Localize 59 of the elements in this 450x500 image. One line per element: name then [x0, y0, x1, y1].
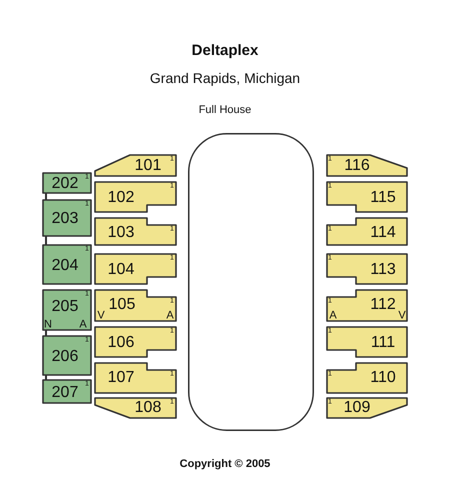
seating-section — [95, 254, 176, 284]
location-text: Grand Rapids, Michigan — [150, 71, 300, 85]
section-number: 103 — [108, 225, 134, 241]
arena-floor — [188, 133, 314, 431]
title: Deltaplex — [192, 43, 258, 58]
section-number: 202 — [52, 176, 78, 192]
section-number: 112 — [370, 297, 396, 313]
section-number: 110 — [370, 370, 396, 386]
seating-section — [43, 336, 91, 375]
section-number: 102 — [108, 190, 134, 206]
seating-section — [95, 290, 176, 321]
seating-section — [43, 245, 91, 284]
section-number: 113 — [370, 262, 396, 278]
connector-line — [45, 330, 47, 336]
seating-section — [95, 327, 176, 357]
aisle-letter: A — [329, 310, 337, 322]
seating-section — [95, 398, 176, 418]
section-number: 115 — [370, 190, 396, 206]
seating-section — [327, 290, 407, 321]
section-number: 111 — [370, 335, 396, 351]
seating-section — [327, 327, 407, 357]
aisle-letter: A — [166, 310, 174, 322]
section-number: 101 — [134, 158, 162, 174]
section-number: 114 — [370, 225, 396, 241]
aisle-letter: N — [44, 320, 52, 330]
connector-line — [45, 375, 47, 380]
seating-section — [95, 155, 176, 176]
seating-section — [327, 155, 407, 176]
section-number: 203 — [52, 211, 78, 227]
section-number: 109 — [344, 400, 370, 416]
connector-line — [45, 236, 47, 245]
seating-section — [327, 182, 407, 212]
section-number: 204 — [52, 258, 78, 274]
section-number: 116 — [344, 158, 370, 174]
seating-section — [43, 200, 91, 236]
section-number: 106 — [108, 335, 134, 351]
connector-line — [45, 193, 47, 200]
seating-section — [43, 380, 91, 403]
seating-section — [43, 173, 91, 193]
seating-section — [327, 398, 407, 418]
aisle-letter: V — [398, 310, 406, 322]
section-number: 105 — [108, 297, 136, 313]
section-number: 107 — [108, 370, 134, 386]
copyright-note: Copyright © 2005 — [180, 459, 270, 470]
section-number: 207 — [52, 385, 78, 401]
section-number: 104 — [108, 262, 134, 278]
seating-section — [95, 218, 176, 245]
seating-section — [327, 218, 407, 245]
section-number: 108 — [134, 400, 162, 416]
subtitle: Full House — [198, 105, 252, 116]
seating-section — [95, 182, 176, 212]
seating-section — [327, 363, 407, 393]
seating-section — [95, 363, 176, 393]
aisle-letter: A — [79, 320, 87, 330]
seating-section — [43, 290, 91, 330]
section-number: 206 — [52, 349, 78, 365]
aisle-letter: V — [97, 310, 105, 322]
section-number: 205 — [52, 299, 78, 315]
seating-section — [327, 254, 407, 284]
